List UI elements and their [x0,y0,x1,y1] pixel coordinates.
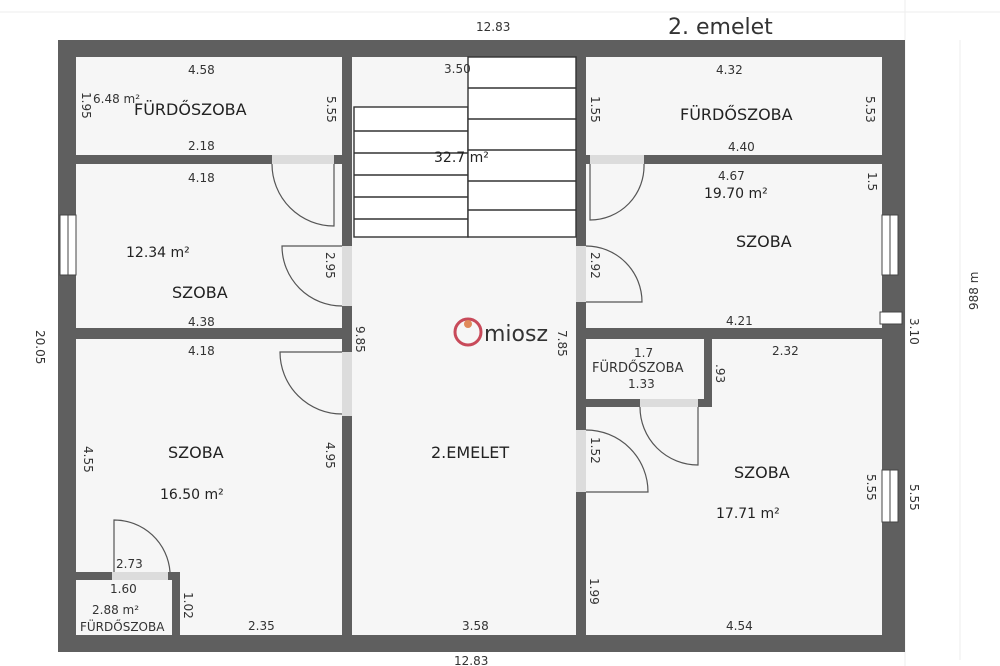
room-r1-right: 1.5 [865,172,879,191]
room-l2-top: 4.18 [188,344,215,358]
room-r2-floor [586,339,882,635]
windows [59,214,903,523]
room-r2-bottom: 4.54 [726,619,753,633]
right-outer-mid: 3.10 [907,318,921,345]
hall-floor [352,237,576,635]
hall-name: 2.EMELET [431,443,509,462]
stair-flight-right [467,56,577,238]
bath-mr-name: FÜRDŐSZOBA [592,359,684,376]
room-r1-left: 2.92 [588,252,602,279]
door-openings [112,155,698,580]
room-l1-top: 4.18 [188,171,215,185]
bath-tl-left: 1.95 [79,92,93,119]
hall-bottom: 3.58 [462,619,489,633]
room-r1-floor [586,164,882,328]
room-r2-left-lower: 1.99 [587,578,601,605]
overall-height-left: 20.05 [33,330,47,364]
wall-stair-right [576,57,586,635]
room-r2-name: SZOBA [734,463,790,482]
bath-tr-top: 4.32 [716,63,743,77]
room-l2-right: 4.95 [323,442,337,469]
door-swing-bath-bl [113,519,171,573]
door-swing-r1-left [585,245,643,303]
bath-mr-right: .93 [713,364,727,383]
bath-bl-top: 1.60 [110,582,137,596]
room-l2-left: 4.55 [81,446,95,473]
stair-area: 32.7 m² [434,150,489,166]
overall-width-top: 12.83 [476,20,510,34]
logo-mark-icon [453,317,483,347]
door-swings [113,163,699,573]
room-r1-top: 4.67 [718,169,745,183]
door-gap-l2-right [342,352,352,416]
bath-tl-right: 5.55 [324,96,338,123]
door-gap-bath-bl [112,572,168,580]
overall-height-right: 988 m [967,272,981,310]
wall-tl-h [76,155,342,164]
bath-mr-top: 1.7 [634,346,653,360]
bath-mr-bottom: 1.33 [628,377,655,391]
bath-tl-top: 4.58 [188,63,215,77]
bath-bl-right: 1.02 [181,592,195,619]
wall-tr-h [586,155,882,164]
wall-bath-bl-v [172,572,180,635]
room-l2-name: SZOBA [168,443,224,462]
door-gap-l1-right [342,246,352,306]
bath-tl-floor [76,57,342,155]
logo-text: miosz [484,322,548,347]
bath-tr-right: 5.53 [863,96,877,123]
bath-tl-bottom: 2.18 [188,139,215,153]
window-right-mid [879,311,903,325]
door-swing-bath-mr [639,406,699,466]
door-swing-l1-right [281,245,343,307]
bath-tr-left: 1.55 [588,96,602,123]
wall-l-mid-h [76,328,342,339]
door-swing-l2-right [279,351,343,415]
room-l1-right: 2.95 [323,252,337,279]
stair-top: 3.50 [444,62,471,76]
wall-stair-left [342,57,352,635]
room-l2-bottom-inner: 2.73 [116,557,143,571]
bath-bl-name: FÜRDŐSZOBA [80,618,165,634]
room-r2-top: 2.32 [772,344,799,358]
door-swing-r2-left [585,429,649,493]
bath-bl-floor [76,580,172,635]
bath-tl-name: FÜRDŐSZOBA [134,99,247,119]
bath-bl-area: 2.88 m² [92,603,139,617]
room-l1-bottom: 4.38 [188,315,215,329]
hall-right: 7.85 [555,330,569,357]
door-swing-r1-top [589,163,645,221]
room-r2-right: 5.55 [864,474,878,501]
room-r1-area: 19.70 m² [704,186,768,202]
room-l1-area: 12.34 m² [126,245,190,261]
bath-tr-floor [586,57,882,155]
door-gap-l1-top [272,155,334,164]
bath-tl-area: 6.48 m² [93,92,140,106]
door-gap-r1-top [590,155,644,164]
hall-left: 9.85 [353,326,367,353]
room-r1-bottom: 4.21 [726,314,753,328]
door-swing-l1-top [271,163,335,227]
stair-flight-left [353,106,469,238]
bath-tr-name: FÜRDŐSZOBA [680,104,793,124]
wall-r-mid-h [586,328,882,339]
room-l2-bottom: 2.35 [248,619,275,633]
miosz-logo: miosz [453,317,548,347]
wall-bath-mr-v [704,339,712,407]
bath-tr-bottom: 4.40 [728,140,755,154]
room-r1-name: SZOBA [736,232,792,251]
room-r2-left-upper: 1.52 [588,437,602,464]
door-gap-r1-left [576,246,586,302]
right-outer-low: 5.55 [907,484,921,511]
room-l2-area: 16.50 m² [160,487,224,503]
staircase [353,56,577,238]
door-gap-r2-left [576,430,586,492]
door-gap-bath-mr [640,399,698,407]
room-r2-area: 17.71 m² [716,506,780,522]
room-l1-name: SZOBA [172,283,228,302]
overall-width-bottom: 12.83 [454,654,488,666]
floor-title: 2. emelet [668,15,773,40]
